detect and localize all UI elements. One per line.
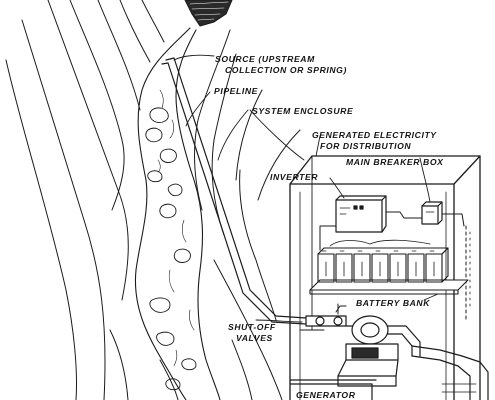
- inverter: [335, 195, 387, 233]
- label-battery-bank: BATTERY BANK: [356, 298, 430, 308]
- battery-cells: [317, 247, 449, 283]
- label-source-line2: COLLECTION OR SPRING): [225, 65, 347, 75]
- label-bottom-partial: GENERATOR: [296, 390, 356, 400]
- hillside-terrain: [5, 0, 301, 400]
- label-source-line1: SOURCE (UPSTREAM: [215, 54, 315, 64]
- battery-wiring: [329, 239, 431, 247]
- stream-right-bank: [175, 29, 221, 400]
- stream: [134, 27, 221, 400]
- label-system-enclosure: SYSTEM ENCLOSURE: [252, 106, 353, 116]
- label-generated-electricity-line1: GENERATED ELECTRICITY: [312, 130, 437, 140]
- outflow-pipe: [411, 345, 489, 400]
- label-main-breaker-box: MAIN BREAKER BOX: [346, 157, 444, 167]
- system-enclosure: [289, 155, 481, 400]
- label-inverter: INVERTER: [270, 172, 318, 182]
- main-breaker-box: [421, 201, 443, 225]
- summit-shading: [184, 0, 233, 27]
- battery-bank: [309, 239, 469, 295]
- bottom-cabinet: [289, 379, 377, 400]
- label-shutoff-line1: SHUT-OFF: [228, 322, 276, 332]
- pipeline-outer: [165, 57, 307, 319]
- pipeline: [161, 57, 307, 325]
- turbine-generator: [337, 315, 421, 387]
- label-pipeline: PIPELINE: [214, 86, 258, 96]
- label-generated-electricity-line2: FOR DISTRIBUTION: [320, 141, 411, 151]
- diagram-labels: SOURCE (UPSTREAM COLLECTION OR SPRING) P…: [214, 54, 444, 400]
- wiring: [299, 211, 471, 331]
- label-shutoff-line2: VALVES: [236, 333, 273, 343]
- stream-left-bank: [134, 27, 191, 400]
- leader-lines: [173, 54, 439, 323]
- pipeline-inner: [161, 62, 307, 325]
